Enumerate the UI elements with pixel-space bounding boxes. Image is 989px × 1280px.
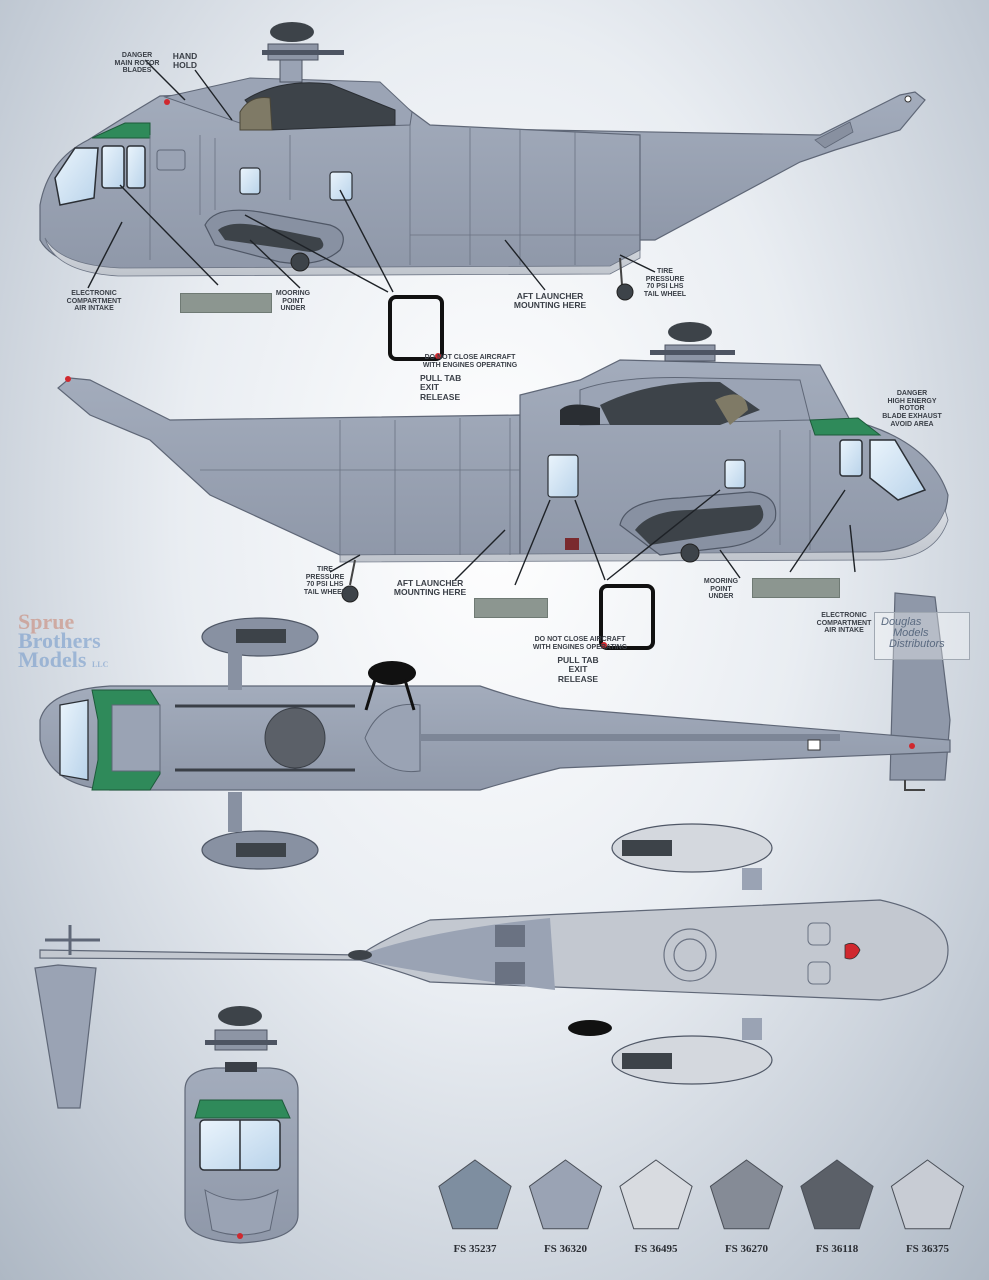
bottom-view [34,823,949,1109]
callout-mooring-point-left: MOORING POINT UNDER [275,290,311,313]
callout-do-not-close-left: DO NOT CLOSE AIRCRAFT WITH ENGINES OPERA… [422,354,518,369]
color-swatch-pentagon [438,1159,512,1230]
color-swatch-pentagon [709,1159,784,1230]
color-swatch-pentagon [528,1159,603,1230]
sprue-brothers-watermark: Sprue Brothers Models LLC [18,609,109,672]
left-profile-view [39,22,926,301]
callout-danger-rotor: DANGER MAIN ROTOR BLADES [114,52,160,75]
callout-aft-launcher-left: AFT LAUNCHER MOUNTING HERE [513,291,587,311]
color-swatch-label: FS 36495 [634,1243,678,1255]
callout-electronic-intake-left: ELECTRONIC COMPARTMENT AIR INTAKE [66,290,122,313]
stencil-placard-3 [752,578,840,598]
callout-do-not-close-right: DO NOT CLOSE AIRCRAFT WITH ENGINES OPERA… [532,636,628,651]
callout-electronic-intake-right: ELECTRONIC COMPARTMENT AIR INTAKE [816,612,872,635]
color-swatch-pentagon [800,1159,874,1230]
color-swatch-label: FS 36270 [724,1243,769,1255]
color-swatch-label: FS 36320 [543,1243,588,1255]
color-swatch-label: FS 36375 [905,1243,950,1255]
stencil-placard-1 [180,293,272,313]
emergency-exit-marker-1 [388,295,444,361]
callout-hand-hold: HAND HOLD [172,51,198,71]
callout-tire-pressure-right: TIRE PRESSURE 70 PSI LHS TAIL WHEEL [303,566,347,597]
stencil-placard-2 [474,598,548,618]
callout-tire-pressure-left: TIRE PRESSURE 70 PSI LHS TAIL WHEEL [643,268,687,299]
color-swatch-pentagon [619,1159,693,1230]
callout-pull-tab-left: PULL TAB EXIT RELEASE [420,373,462,402]
douglas-models-distributors-watermark: Douglas Models Distributors [874,612,970,660]
color-swatch-label: FS 35237 [453,1243,497,1255]
front-view [184,1006,299,1244]
color-swatch-label: FS 36118 [815,1243,859,1255]
color-swatch-pentagon [890,1159,965,1230]
fs-color-swatches [438,1159,965,1230]
right-profile-view [57,322,949,603]
emergency-exit-marker-2 [599,584,655,650]
callout-danger-exhaust: DANGER HIGH ENERGY ROTOR BLADE EXHAUST A… [882,390,942,428]
top-view [39,592,951,870]
callout-pull-tab-right: PULL TAB EXIT RELEASE [557,655,599,684]
callout-mooring-point-right: MOORING POINT UNDER [703,578,739,601]
callout-aft-launcher-right: AFT LAUNCHER MOUNTING HERE [393,578,467,598]
